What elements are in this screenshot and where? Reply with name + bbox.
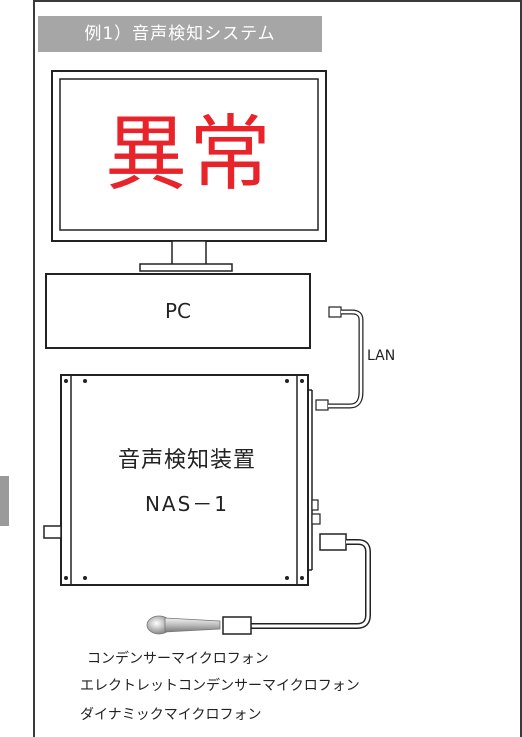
pc-box	[45, 273, 311, 349]
monitor-alert-text: 異常	[104, 107, 273, 202]
lan-cable	[315, 306, 364, 411]
microphone-icon	[146, 615, 221, 635]
device-model: NAS－1	[144, 492, 230, 516]
mic-type-electret: エレクトレットコンデンサーマイクロフォン	[80, 678, 360, 694]
side-tab	[0, 476, 9, 526]
pc-label: PC	[164, 299, 192, 323]
page-frame-top	[33, 0, 522, 2]
detection-device	[43, 374, 321, 586]
page-frame-left	[33, 0, 35, 737]
page-frame-right	[520, 0, 522, 737]
monitor	[51, 70, 327, 272]
mic-type-condenser: コンデンサーマイクロフォン	[87, 651, 269, 667]
example-title: 例1）音声検知システム	[38, 16, 322, 52]
device-name: 音声検知装置	[117, 448, 256, 473]
lan-label: LAN	[367, 348, 396, 364]
mic-cable	[222, 533, 371, 635]
mic-type-dynamic: ダイナミックマイクロフォン	[80, 707, 262, 723]
